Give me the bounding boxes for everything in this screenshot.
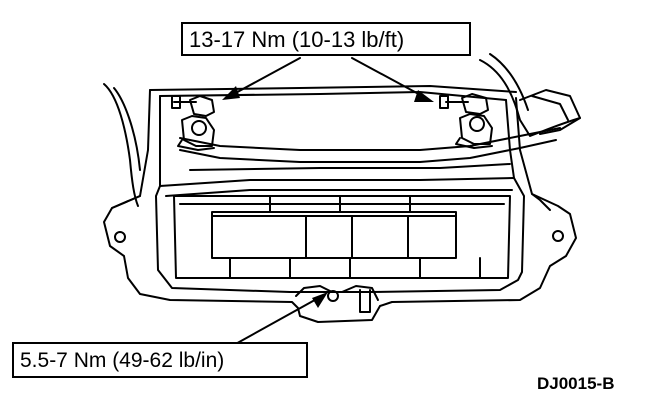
torque-callout-top: 13-17 Nm (10-13 lb/ft)	[181, 22, 471, 56]
left-bolt-head	[171, 95, 181, 109]
core-window	[211, 211, 457, 259]
left-harness-curve	[103, 83, 139, 207]
top-left-arrowhead	[222, 86, 240, 100]
lower-bracket-detail	[359, 289, 371, 313]
left-mounting-hole	[114, 231, 126, 243]
top-right-arrowhead	[414, 90, 434, 102]
lower-screw	[327, 290, 339, 302]
top-left-leader	[229, 57, 301, 97]
left-clamp-base	[177, 139, 215, 151]
top-rim-inner	[159, 91, 507, 101]
torque-callout-bottom: 5.5-7 Nm (49-62 lb/in)	[12, 342, 308, 378]
right-clamp-base	[455, 137, 493, 149]
right-mounting-hole	[552, 230, 564, 242]
top-rim	[149, 85, 517, 93]
figure-identifier: DJ0015-B	[537, 374, 615, 393]
cross-brace	[159, 177, 515, 187]
left-clamp-ring	[191, 120, 207, 136]
bottom-arrowhead	[312, 292, 328, 308]
core-frame	[173, 195, 511, 279]
right-harness-bundle	[519, 89, 581, 135]
left-harness-curve-2	[113, 87, 141, 171]
left-clamp-ear	[189, 95, 215, 117]
right-hose-inner	[489, 53, 529, 111]
bottom-leader	[231, 295, 323, 347]
right-clamp-ear	[461, 93, 489, 115]
housing-inner-outline	[155, 95, 525, 293]
upper-rail-lower-edge	[179, 139, 557, 163]
right-harness-strand	[531, 95, 569, 121]
cross-brace-lower	[165, 189, 513, 197]
left-clamp-bracket	[181, 115, 215, 147]
upper-rail	[179, 127, 561, 151]
housing-outline	[103, 89, 577, 323]
right-bolt-head	[439, 95, 449, 109]
right-hose-outer	[479, 59, 581, 137]
right-flange-edge	[531, 193, 551, 211]
right-clamp-bracket	[459, 113, 493, 145]
top-right-leader	[351, 57, 427, 99]
upper-rail-bottom	[189, 163, 511, 171]
right-clamp-ring	[469, 116, 485, 132]
